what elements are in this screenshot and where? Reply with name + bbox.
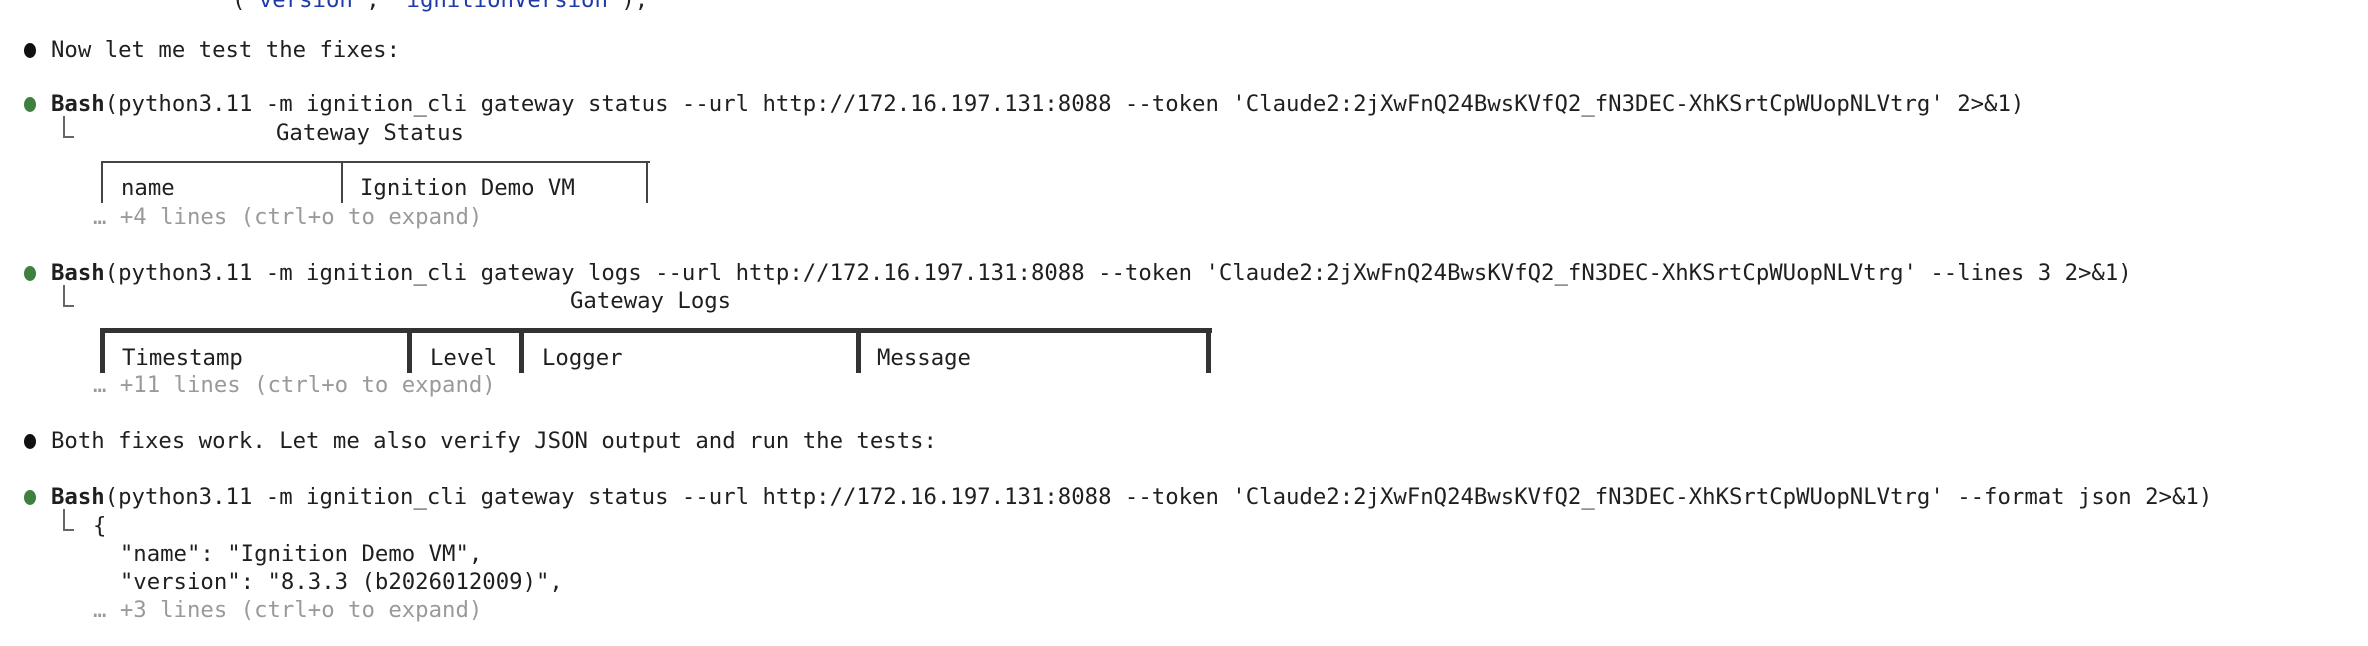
tool-command: (python3.11 -m ignition_cli gateway stat… — [104, 484, 2213, 510]
code-punct: (" — [232, 0, 259, 13]
code-punct: "), — [607, 0, 649, 13]
tree-connector-icon — [63, 116, 74, 138]
tree-connector-icon — [63, 509, 74, 531]
tree-connector-icon — [63, 285, 74, 307]
code-string: version — [258, 0, 353, 13]
message-bullet-icon — [24, 43, 36, 58]
code-line-partial: ("version", "ignitionVersion"), — [232, 0, 648, 14]
tool-name: Bash — [51, 484, 105, 510]
table-header: Level — [430, 345, 498, 371]
tool-call[interactable]: Bash(python3.11 -m ignition_cli gateway … — [51, 90, 2024, 118]
tool-status-icon — [24, 490, 36, 505]
table-cell: Ignition Demo VM — [360, 175, 575, 201]
output-line: { — [93, 513, 107, 539]
assistant-message: Both fixes work. Let me also verify JSON… — [51, 428, 937, 454]
tool-command: (python3.11 -m ignition_cli gateway logs… — [104, 260, 2132, 286]
expand-hint[interactable]: … +4 lines (ctrl+o to expand) — [93, 204, 483, 230]
output-title: Gateway Status — [276, 120, 464, 146]
tool-status-icon — [24, 97, 36, 112]
table-header: Logger — [542, 345, 623, 371]
table-header: Timestamp — [122, 345, 243, 371]
table-cell: name — [121, 175, 175, 201]
output-line: "name": "Ignition Demo VM", — [93, 541, 483, 567]
output-line: "version": "8.3.3 (b2026012009)", — [93, 569, 563, 595]
tool-command: (python3.11 -m ignition_cli gateway stat… — [104, 91, 2025, 117]
code-string: ignitionVersion — [406, 0, 608, 13]
message-bullet-icon — [24, 434, 36, 449]
tool-call[interactable]: Bash(python3.11 -m ignition_cli gateway … — [51, 483, 2212, 511]
expand-hint[interactable]: … +3 lines (ctrl+o to expand) — [93, 597, 483, 623]
logs-table: Timestamp Level Logger Message — [100, 328, 1212, 373]
tool-name: Bash — [51, 91, 105, 117]
tool-call[interactable]: Bash(python3.11 -m ignition_cli gateway … — [51, 259, 2132, 287]
table-header: Message — [877, 345, 971, 371]
output-title: Gateway Logs — [570, 288, 732, 314]
status-table: name Ignition Demo VM — [101, 161, 650, 203]
expand-hint[interactable]: … +11 lines (ctrl+o to expand) — [93, 372, 496, 398]
tool-name: Bash — [51, 260, 105, 286]
tool-status-icon — [24, 266, 36, 281]
code-punct: ", " — [352, 0, 407, 13]
assistant-message: Now let me test the fixes: — [51, 37, 401, 63]
